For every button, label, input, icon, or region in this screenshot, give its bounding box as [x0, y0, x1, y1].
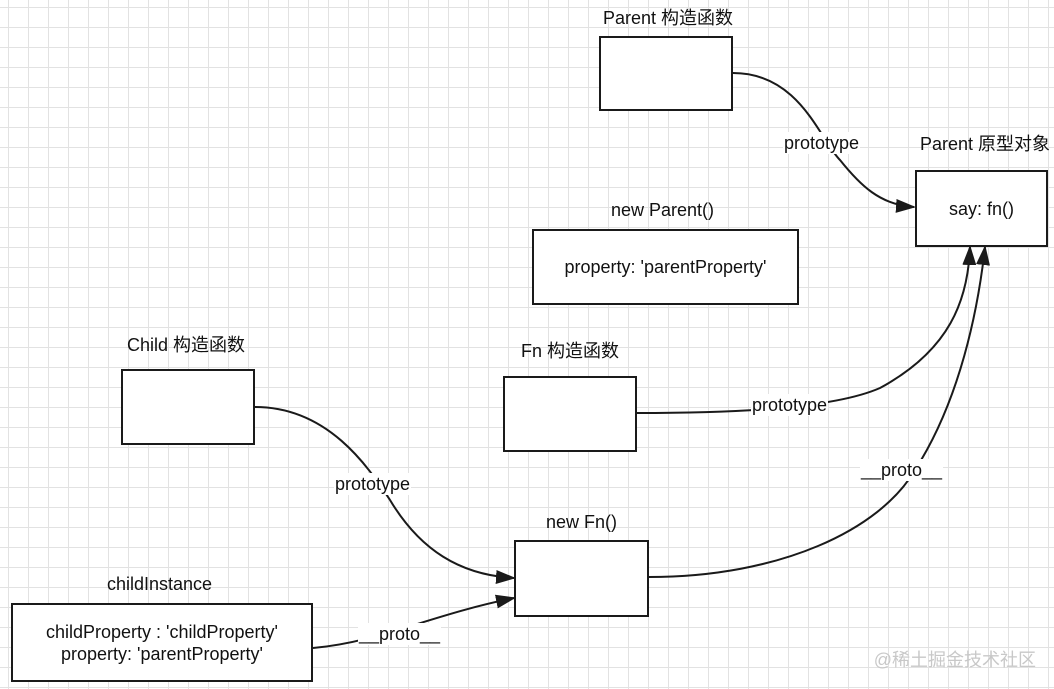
child-instance-line-1: childProperty : 'childProperty'	[46, 621, 278, 642]
new-parent-title: new Parent()	[611, 200, 715, 220]
child-instance-title: childInstance	[107, 574, 213, 594]
watermark: @稀土掘金技术社区	[873, 650, 1036, 670]
child-instance-box[interactable]: childProperty : 'childProperty' property…	[11, 603, 313, 682]
edge-parent-ctor-to-proto	[732, 72, 916, 213]
new-fn-box[interactable]	[514, 540, 649, 617]
edge-child-ctor-to-new-fn	[254, 406, 516, 584]
child-instance-line-2: property: 'parentProperty'	[61, 643, 263, 664]
child-ctor-title: Child 构造函数	[127, 335, 246, 355]
edge-label-child-instance-proto: __proto__	[358, 623, 442, 645]
parent-proto-box[interactable]: say: fn()	[915, 170, 1048, 247]
edge-label-fn-prototype: prototype	[751, 394, 829, 416]
child-ctor-box[interactable]	[121, 369, 255, 445]
new-parent-line-1: property: 'parentProperty'	[564, 257, 767, 277]
parent-proto-title: Parent 原型对象	[920, 134, 1051, 154]
fn-ctor-box[interactable]	[503, 376, 637, 452]
parent-ctor-title: Parent 构造函数	[603, 8, 734, 28]
edge-label-child-prototype: prototype	[334, 473, 412, 495]
parent-proto-line-1: say: fn()	[948, 198, 1014, 219]
edge-label-new-fn-proto: __proto__	[860, 459, 944, 481]
fn-ctor-title: Fn 构造函数	[521, 341, 620, 361]
edge-fn-ctor-to-proto	[636, 245, 977, 414]
parent-ctor-box[interactable]	[599, 36, 733, 111]
edge-label-parent-prototype: prototype	[783, 132, 861, 154]
new-parent-box[interactable]: property: 'parentProperty'	[532, 229, 799, 305]
new-fn-title: new Fn()	[546, 512, 618, 532]
